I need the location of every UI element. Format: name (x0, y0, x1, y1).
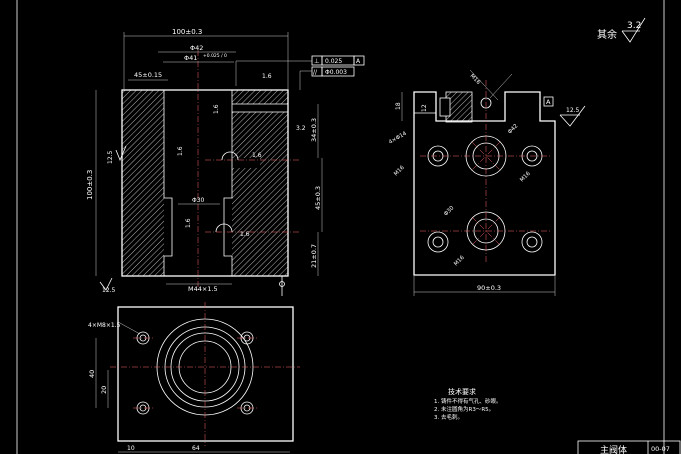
title-block-code: 00-07 (651, 445, 670, 453)
svg-text:18: 18 (395, 102, 402, 110)
gdt-frame-1: ⊥ 0.025 A (311, 55, 365, 66)
notes-item-2: 2. 未注圆角为R3～R5。 (434, 405, 494, 413)
default-roughness-value: 3.2 (627, 21, 641, 31)
notes-title: 技术要求 (448, 387, 476, 396)
dim-bore-dia: Φ42 (190, 44, 203, 52)
title-block: 主阀体 00-07 (577, 440, 681, 454)
top-outline (117, 306, 294, 442)
default-roughness-label: 其余 (597, 28, 617, 41)
front-roughness-0: 1.6 (262, 73, 272, 80)
dim-height: 100±0.3 (86, 170, 94, 200)
svg-text:10: 10 (127, 445, 135, 452)
svg-text:1.6: 1.6 (213, 104, 220, 114)
svg-text:3.2: 3.2 (296, 125, 306, 132)
front-outline (121, 89, 289, 277)
front-view: 100±0.3 Φ42 Φ41 +0.025 / 0 45±0.15 100±0… (86, 28, 365, 296)
side-view: 90±0.3 18 12 M16 4×Φ14 Φ42 M16 M16 Φ30 M… (388, 69, 586, 296)
svg-text:1.6: 1.6 (177, 146, 184, 156)
svg-text:M16: M16 (519, 171, 532, 184)
svg-text:64: 64 (192, 445, 200, 452)
side-outline (413, 91, 556, 276)
dim-bore-tol: +0.025 / 0 (203, 53, 227, 59)
dim-small-bore: Φ30 (192, 197, 205, 204)
gdt-frame-2: // Φ0.003 (311, 66, 355, 77)
front-hatch-right (232, 90, 288, 276)
svg-text:40: 40 (88, 370, 96, 378)
svg-text:M16: M16 (469, 73, 482, 86)
svg-text:12: 12 (421, 104, 428, 112)
top-view: 4×M8×1.5 40 20 10 64 (88, 302, 300, 453)
dim-overall-width: 100±0.3 (172, 28, 202, 36)
gdt-symbol-perpendicular-icon: ⊥ (314, 57, 320, 65)
svg-text:12.5: 12.5 (102, 287, 116, 294)
notes-item-3: 3. 去毛刺。 (434, 413, 463, 421)
side-dim-width: 90±0.3 (477, 284, 501, 292)
svg-text:1.6: 1.6 (185, 218, 192, 228)
svg-text:A: A (356, 58, 361, 65)
dim-bore-fit: Φ41 (184, 54, 197, 62)
svg-text:12.5: 12.5 (107, 150, 114, 164)
dim-lower: 21±0.7 (310, 244, 318, 268)
svg-text:0.025: 0.025 (325, 58, 342, 65)
svg-text:1.6: 1.6 (252, 152, 262, 159)
svg-text:Φ42: Φ42 (507, 123, 519, 135)
dim-bottom-thread: M44×1.5 (188, 285, 218, 293)
gdt-symbol-parallel-icon: // (313, 69, 318, 76)
dim-chamfer: 45±0.15 (134, 71, 162, 79)
title-block-name: 主阀体 (600, 444, 627, 454)
roughness-symbol-icon (621, 17, 646, 43)
front-hatch-left (122, 90, 164, 276)
side-datum-label: A (546, 98, 551, 106)
svg-text:12.5: 12.5 (566, 107, 580, 114)
svg-text:4×Φ14: 4×Φ14 (388, 131, 408, 146)
svg-text:M16: M16 (393, 165, 406, 178)
svg-text:20: 20 (100, 386, 108, 394)
dim-upper: 34±0.3 (310, 118, 318, 142)
svg-text:Φ30: Φ30 (443, 205, 456, 218)
top-dim-holes: 4×M8×1.5 (88, 322, 121, 329)
dim-mid: 45±0.3 (314, 186, 322, 210)
technical-notes: 技术要求 1. 铸件不得有气孔、砂眼。 2. 未注圆角为R3～R5。 3. 去毛… (434, 387, 502, 421)
svg-text:1.6: 1.6 (240, 231, 250, 238)
default-roughness: 其余 3.2 (597, 17, 646, 43)
notes-item-1: 1. 铸件不得有气孔、砂眼。 (434, 397, 502, 405)
svg-text:M16: M16 (453, 255, 466, 268)
svg-text:Φ0.003: Φ0.003 (325, 69, 347, 76)
